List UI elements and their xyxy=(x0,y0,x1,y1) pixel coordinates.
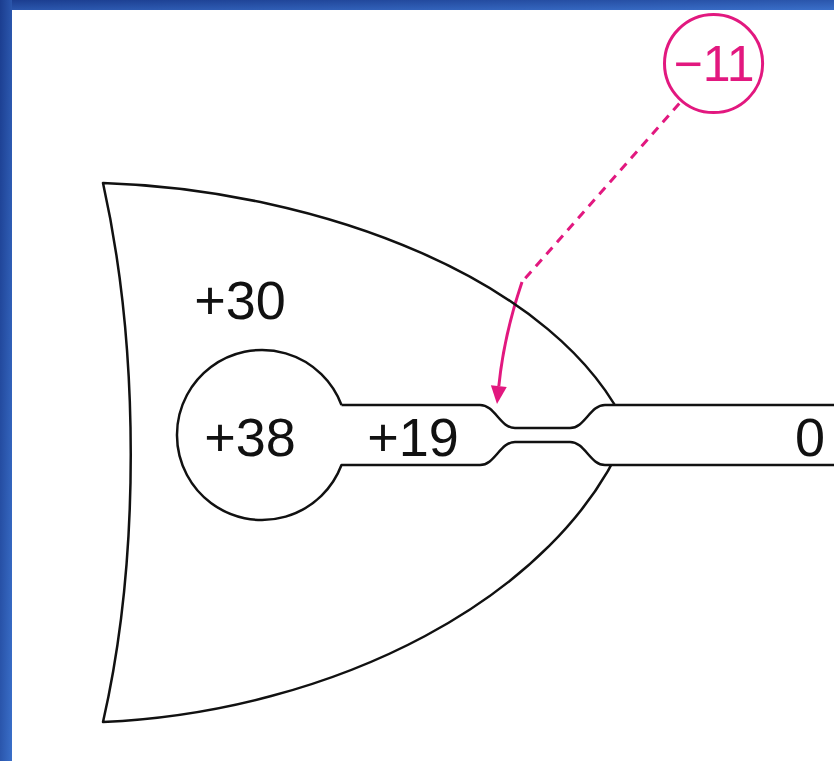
callout-leader xyxy=(491,103,679,404)
slide-band-left xyxy=(0,0,12,761)
pressure-value: +19 xyxy=(367,410,459,464)
bulb-tube-fill xyxy=(177,350,834,520)
bulb-tube: +38 +19 0 xyxy=(170,340,834,530)
slide-band-top xyxy=(0,0,834,10)
callout-ring xyxy=(665,15,763,113)
arrow-head xyxy=(491,385,507,404)
leader-dashed xyxy=(522,103,679,282)
pressure-value: 0 xyxy=(795,410,825,464)
pressure-value: +30 xyxy=(194,273,286,327)
bulb-tube-line xyxy=(177,350,834,520)
leader-solid xyxy=(499,282,522,386)
pressure-value: +38 xyxy=(204,410,296,464)
callout-number: −11 xyxy=(673,39,754,89)
callout-circle: −11 xyxy=(663,13,764,114)
